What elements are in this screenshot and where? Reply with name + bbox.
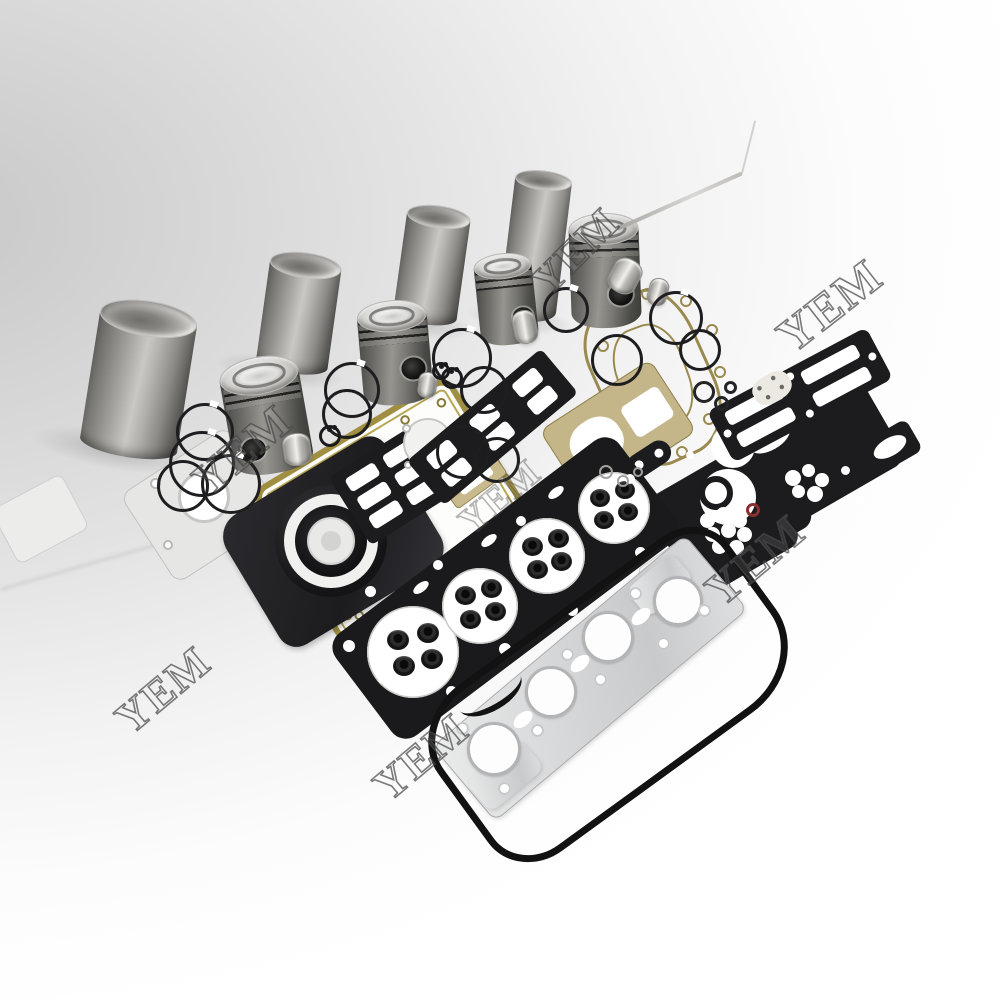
port-hole <box>705 527 720 542</box>
o-ring <box>714 396 729 411</box>
valve-stem-seal <box>527 560 548 579</box>
combustion-bore <box>578 472 650 544</box>
piston-ring <box>460 366 508 414</box>
valve-stem-seal <box>387 630 409 650</box>
bolt-hole <box>594 673 607 686</box>
bolt-hole <box>686 451 694 459</box>
port-hole <box>721 523 736 538</box>
o-ring-silver <box>599 465 613 479</box>
bolt-hole <box>698 604 711 617</box>
bolt-hole <box>567 605 578 616</box>
port-hole <box>807 486 823 502</box>
exhaust-port <box>582 611 634 663</box>
gasket-hole <box>652 446 666 460</box>
port-hole <box>716 507 731 522</box>
valve-stem-seal <box>551 552 572 571</box>
port-hole <box>732 513 747 528</box>
valve-stem-seal <box>618 503 638 521</box>
piston-ring <box>679 329 721 371</box>
port-hole <box>729 540 744 555</box>
bolt-hole <box>629 587 642 600</box>
valve-stem-seal <box>393 656 415 676</box>
bolt-hole <box>657 637 670 650</box>
piston-ring <box>157 460 209 512</box>
piston-ring <box>474 437 520 483</box>
bolt-hole <box>456 722 469 735</box>
bolt-hole <box>714 366 726 378</box>
port-hole <box>802 464 815 477</box>
crankshaft-seal-center-dot <box>321 531 341 551</box>
bolt-hole <box>402 424 411 433</box>
o-ring-silver <box>617 475 629 487</box>
valve-stem-seal <box>594 511 614 529</box>
o-ring <box>693 381 715 403</box>
bolt-hole <box>531 724 544 737</box>
o-ring <box>724 381 737 394</box>
bolt-hole <box>378 674 388 684</box>
valve-stem-seal <box>421 649 443 669</box>
exhaust-port <box>653 576 703 626</box>
circlip <box>432 362 450 380</box>
gasket-cutout <box>619 384 676 440</box>
red-o-ring <box>746 503 760 517</box>
port-hole <box>792 485 805 498</box>
valve-stem-seal <box>522 537 543 556</box>
valve-stem-seal <box>590 489 610 507</box>
piston-ring <box>649 291 703 345</box>
bolt-hole <box>635 547 646 558</box>
port-hole <box>712 539 727 554</box>
combustion-bore <box>509 518 585 594</box>
port-hole <box>785 470 801 486</box>
bolt-hole <box>365 586 376 597</box>
seal-ring <box>699 476 733 510</box>
bolt-hole <box>841 466 850 475</box>
circlip <box>319 425 341 447</box>
bolt-hole <box>804 408 816 419</box>
piston-ring <box>322 389 372 439</box>
piston-ring <box>543 287 589 333</box>
port-hole <box>815 473 829 487</box>
bolt-hole <box>163 540 173 550</box>
combustion-bore <box>442 568 518 644</box>
bolt-hole <box>722 428 734 439</box>
valve-stem-seal <box>548 529 569 548</box>
bolt-hole <box>516 516 526 526</box>
bolt-hole <box>625 474 635 484</box>
bolt-hole <box>499 643 511 655</box>
bolt-hole <box>446 686 457 697</box>
bolt-hole <box>561 648 574 661</box>
valve-stem-seal <box>417 623 439 643</box>
valve-stem-seal <box>460 610 481 629</box>
valve-stem-seal <box>455 586 476 605</box>
bolt-hole <box>343 640 355 652</box>
valve-stem-seal <box>481 579 502 598</box>
port-hole <box>700 513 715 528</box>
exhaust-port <box>525 666 577 718</box>
piston-ring <box>591 334 643 386</box>
bolt-hole <box>866 351 878 362</box>
o-ring-silver <box>633 467 643 477</box>
bolt-hole <box>856 496 864 504</box>
exhaust-port <box>467 722 521 776</box>
bolt-hole <box>498 782 511 795</box>
bolt-hole <box>433 560 443 570</box>
port-hole <box>737 527 752 542</box>
valve-stem-seal <box>485 602 506 621</box>
